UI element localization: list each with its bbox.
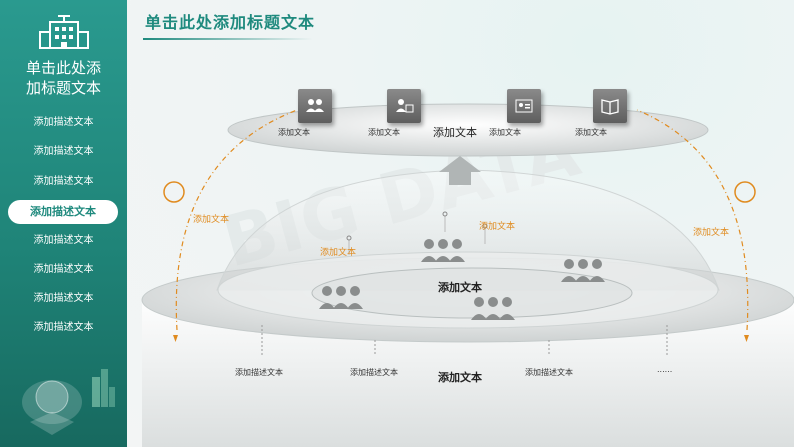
badge-icon xyxy=(507,89,541,123)
sidebar-item-1[interactable]: 添加描述文本 xyxy=(0,112,127,134)
sidebar-item-7[interactable]: 添加描述文本 xyxy=(0,288,127,310)
building-icon xyxy=(38,14,90,50)
group-icon xyxy=(298,89,332,123)
sidebar-item-3[interactable]: 添加描述文本 xyxy=(0,171,127,193)
middle-orange-label-1: 添加文本 xyxy=(320,245,356,258)
bottom-label-3: 添加描述文本 xyxy=(525,367,573,378)
id-card-icon xyxy=(387,89,421,123)
sidebar-item-2[interactable]: 添加描述文本 xyxy=(0,141,127,163)
sidebar-item-8[interactable]: 添加描述文本 xyxy=(0,317,127,339)
sidebar-item-6[interactable]: 添加描述文本 xyxy=(0,259,127,281)
top-card-label-2: 添加文本 xyxy=(368,127,400,138)
sidebar-title-line1: 单击此处添 xyxy=(0,58,127,78)
left-arc-node xyxy=(164,182,184,202)
right-side-label: 添加文本 xyxy=(693,225,729,238)
bottom-tier-center-label: 添加文本 xyxy=(438,369,482,385)
bottom-label-2: 添加描述文本 xyxy=(350,367,398,378)
middle-orange-label-2: 添加文本 xyxy=(479,219,515,232)
bottom-label-4: ...... xyxy=(657,365,672,374)
top-card-label-3: 添加文本 xyxy=(489,127,521,138)
sidebar-item-5[interactable]: 添加描述文本 xyxy=(0,230,127,252)
top-tier-center-label: 添加文本 xyxy=(433,124,477,140)
right-arc-node xyxy=(735,182,755,202)
top-card-label-4: 添加文本 xyxy=(575,127,607,138)
sidebar-title: 单击此处添 加标题文本 xyxy=(0,58,127,98)
top-card-label-1: 添加文本 xyxy=(278,127,310,138)
main-content: 单击此处添加标题文本 BIG DATA xyxy=(127,0,794,447)
sidebar-item-4-active[interactable]: 添加描述文本 xyxy=(8,200,118,224)
book-icon xyxy=(593,89,627,123)
bottom-label-1: 添加描述文本 xyxy=(235,367,283,378)
sidebar-city-decoration xyxy=(0,347,127,447)
sidebar: 单击此处添 加标题文本 添加描述文本 添加描述文本 添加描述文本 添加描述文本 … xyxy=(0,0,127,447)
left-side-label: 添加文本 xyxy=(193,212,229,225)
sidebar-title-line2: 加标题文本 xyxy=(0,78,127,98)
middle-tier-center-label: 添加文本 xyxy=(438,279,482,295)
